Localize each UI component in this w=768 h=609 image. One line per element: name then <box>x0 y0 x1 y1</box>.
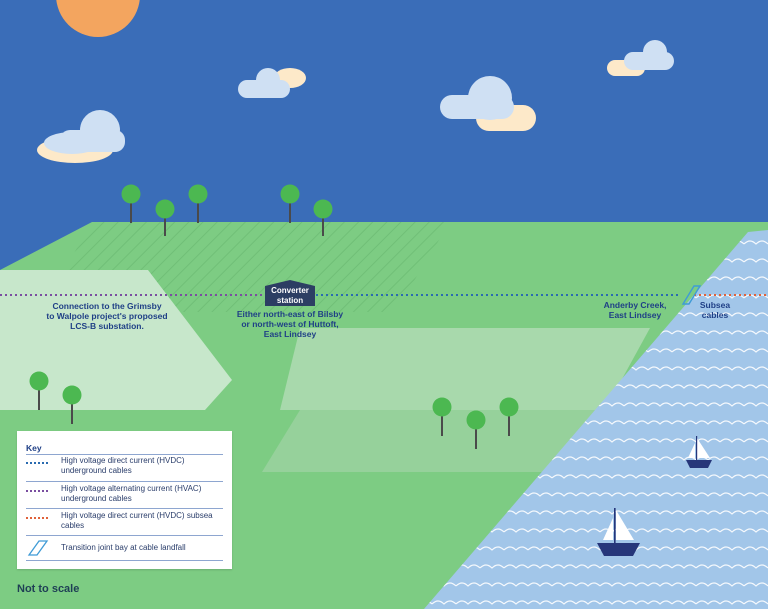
grimsby-connection-label: Connection to the Grimsby to Walpole pro… <box>22 301 192 331</box>
sun <box>56 0 140 37</box>
legend-text-subsea: High voltage direct current (HVDC) subse… <box>61 511 213 530</box>
bilsby-line-3: East Lindsey <box>263 329 317 339</box>
subsea-line-swatch <box>26 517 50 519</box>
sea-waves <box>424 230 768 609</box>
sailboat-large <box>597 508 640 556</box>
grimsby-line-2: to Walpole project's proposed <box>46 311 168 321</box>
anderby-line-2: East Lindsey <box>608 310 662 320</box>
legend-item-transition-bay: Transition joint bay at cable landfall <box>26 540 223 566</box>
converter-station-icon: Converter station <box>265 280 315 306</box>
cloud-1 <box>37 110 125 163</box>
converter-line-1: Converter <box>271 286 309 295</box>
legend-divider <box>26 481 223 482</box>
bilsby-location-label: Either north-east of Bilsby or north-wes… <box>220 309 360 339</box>
legend-divider <box>26 560 223 561</box>
tree-group <box>29 184 519 449</box>
legend-item-hvac: High voltage alternating current (HVAC) … <box>26 484 223 510</box>
legend: Key High voltage direct current (HVDC) u… <box>17 431 232 569</box>
subsea-line-1: Subsea <box>699 300 731 310</box>
legend-text-transition-bay: Transition joint bay at cable landfall <box>61 543 186 552</box>
subsea-line-2: cables <box>701 310 729 320</box>
field-mid-1 <box>280 328 650 410</box>
legend-title: Key <box>26 443 42 453</box>
hvdc-line-swatch <box>26 462 50 464</box>
cloud-2 <box>238 68 306 98</box>
legend-divider <box>26 508 223 509</box>
cloud-4 <box>607 40 674 76</box>
anderby-creek-label: Anderby Creek, East Lindsey <box>595 300 675 320</box>
legend-text-hvdc: High voltage direct current (HVDC) under… <box>61 456 185 475</box>
legend-text-hvac: High voltage alternating current (HVAC) … <box>61 484 202 503</box>
field-mid-2 <box>262 410 605 472</box>
bilsby-line-2: or north-west of Huttoft, <box>241 319 339 329</box>
subsea-cables-label: Subsea cables <box>694 300 736 320</box>
legend-divider <box>26 535 223 536</box>
bilsby-line-1: Either north-east of Bilsby <box>236 309 344 319</box>
anderby-line-1: Anderby Creek, <box>603 300 667 310</box>
converter-line-2: station <box>276 295 304 305</box>
hvac-line-swatch <box>26 490 50 492</box>
sailboat-small <box>686 436 712 468</box>
cloud-3 <box>440 76 536 131</box>
legend-divider <box>26 454 223 455</box>
grimsby-line-1: Connection to the Grimsby <box>52 301 162 311</box>
pale-field <box>0 270 232 410</box>
legend-item-hvdc: High voltage direct current (HVDC) under… <box>26 456 223 482</box>
not-to-scale-note: Not to scale <box>17 583 80 595</box>
legend-item-subsea: High voltage direct current (HVDC) subse… <box>26 511 223 537</box>
transition-bay-icon <box>681 285 702 305</box>
grimsby-line-3: LCS-B substation. <box>70 321 144 331</box>
transition-bay-icon <box>27 540 49 556</box>
